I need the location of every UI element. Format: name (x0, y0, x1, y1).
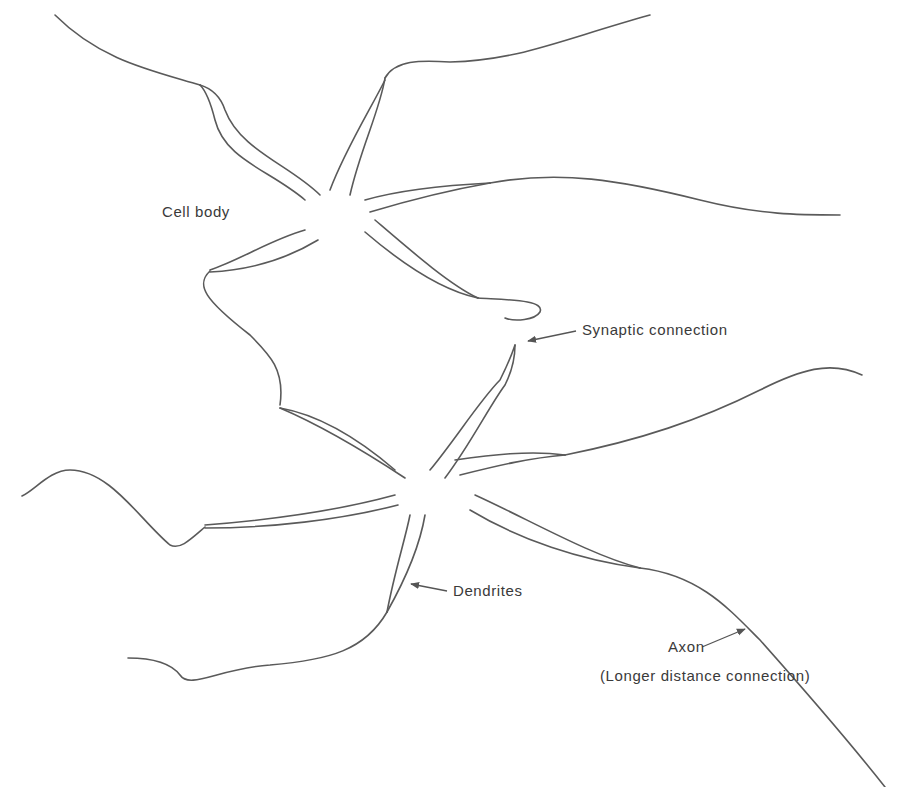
dendrite (365, 183, 490, 200)
part-label: Dendrites (453, 582, 523, 600)
dendrite (200, 85, 305, 200)
axon (470, 510, 640, 568)
dendrite (387, 515, 410, 612)
upper-neuron (55, 15, 840, 405)
dendrite (430, 345, 515, 470)
dendrite (460, 455, 565, 475)
dendrite (350, 78, 385, 195)
dendrite (385, 15, 650, 78)
dendrite (370, 183, 490, 212)
lower-neuron (22, 345, 885, 787)
dendrite (210, 230, 305, 270)
dendrite (387, 515, 425, 612)
dendrite (280, 408, 405, 478)
axon (475, 495, 640, 568)
dendrite (490, 177, 840, 215)
dendrite (565, 368, 862, 455)
leader-arrow (411, 584, 447, 591)
dendrite (200, 85, 320, 195)
dendrite (22, 470, 205, 546)
leader-lines (411, 331, 745, 647)
part-label: Cell body (162, 203, 230, 221)
dendrite (128, 612, 387, 680)
dendrite (445, 345, 515, 478)
dendrite (375, 220, 478, 298)
leader-arrow (702, 629, 745, 647)
dendrite (55, 15, 200, 85)
dendrite (205, 495, 395, 525)
part-label: Synaptic connection (582, 321, 728, 339)
dendrite (205, 505, 398, 528)
part-label: Axon (668, 638, 705, 656)
dendrite (365, 232, 478, 298)
dendrite (210, 240, 318, 272)
dendrite (330, 80, 385, 190)
axon-terminal (478, 298, 540, 320)
leader-arrow (528, 331, 576, 341)
note-label: (Longer distance connection) (600, 667, 810, 685)
dendrite (203, 271, 280, 405)
